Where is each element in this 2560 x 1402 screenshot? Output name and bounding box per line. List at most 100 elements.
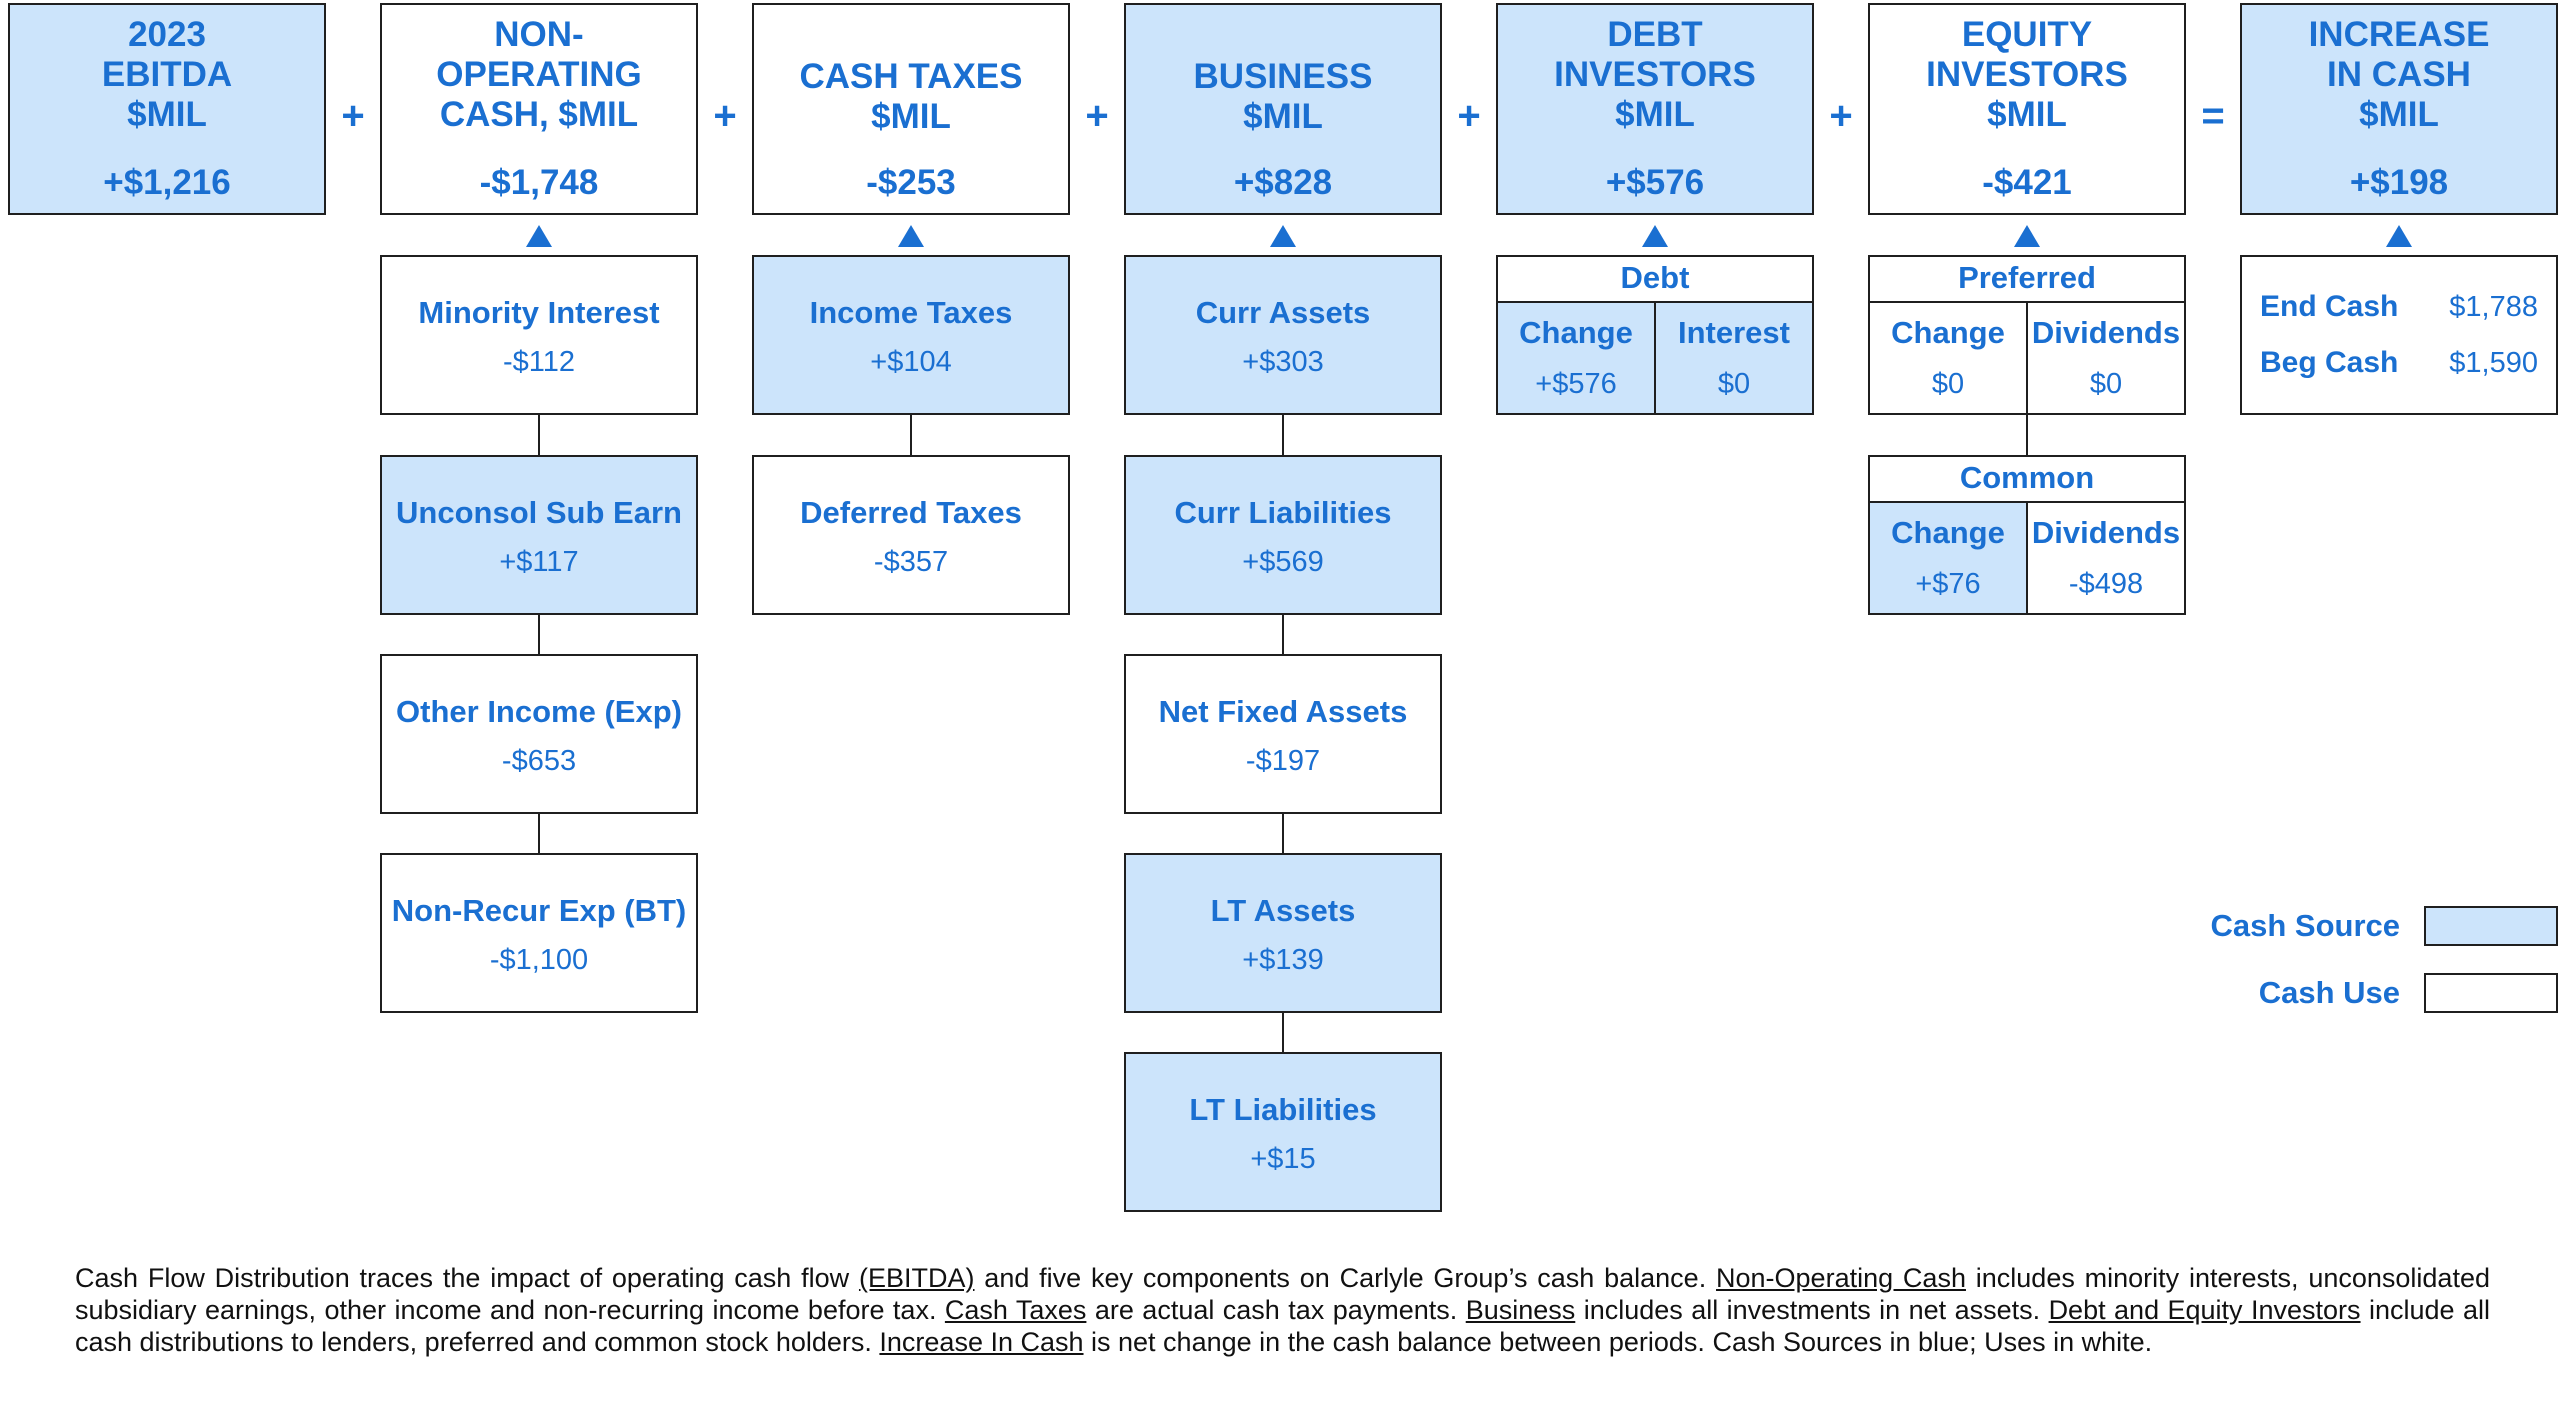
equity-investors-box: EQUITY INVESTORS $MIL -$421 — [1868, 3, 2186, 215]
beg-cash-row: Beg Cash $1,590 — [2242, 343, 2556, 383]
arrow-up-icon — [2386, 225, 2412, 247]
equals-operator: = — [2201, 94, 2225, 138]
non-operating-cash-value: -$1,748 — [479, 163, 599, 202]
debt-change-value: +$576 — [1535, 368, 1617, 400]
non-operating-cash-title: NON- OPERATING CASH, $MIL — [436, 15, 642, 134]
other-income-label: Other Income (Exp) — [396, 694, 682, 729]
income-taxes-label: Income Taxes — [809, 295, 1013, 330]
lt-assets-label: LT Assets — [1210, 893, 1356, 928]
connector-line — [538, 813, 540, 855]
curr-liabilities-value: +$569 — [1242, 546, 1324, 578]
curr-assets-value: +$303 — [1242, 346, 1324, 378]
lt-liabilities-box: LT Liabilities +$15 — [1124, 1052, 1442, 1212]
debt-investors-value: +$576 — [1605, 163, 1705, 202]
cash-taxes-value: -$253 — [866, 163, 956, 202]
end-cash-value: $1,788 — [2449, 291, 2538, 323]
debt-interest-label: Interest — [1678, 315, 1790, 350]
connector-line — [1282, 813, 1284, 855]
lt-assets-value: +$139 — [1242, 944, 1324, 976]
arrow-up-icon — [1642, 225, 1668, 247]
preferred-dividends-label: Dividends — [2031, 315, 2181, 350]
beg-cash-value: $1,590 — [2449, 347, 2538, 379]
arrow-up-icon — [898, 225, 924, 247]
debt-change-label: Change — [1519, 315, 1633, 350]
end-cash-label: End Cash — [2260, 290, 2399, 323]
minority-interest-label: Minority Interest — [418, 295, 660, 330]
cash-taxes-title: CASH TAXES $MIL — [799, 57, 1023, 136]
arrow-up-icon — [526, 225, 552, 247]
curr-liabilities-box: Curr Liabilities +$569 — [1124, 455, 1442, 615]
non-recur-exp-box: Non-Recur Exp (BT) -$1,100 — [380, 853, 698, 1013]
cash-balance-box: End Cash $1,788 Beg Cash $1,590 — [2240, 255, 2558, 415]
plus-operator: + — [1829, 94, 1853, 138]
preferred-dividends-cell: Dividends $0 — [2026, 301, 2186, 415]
footnote-nonop-term: Non-Operating Cash — [1716, 1263, 1966, 1293]
connector-line — [910, 414, 912, 456]
non-recur-exp-value: -$1,100 — [489, 944, 589, 976]
deferred-taxes-label: Deferred Taxes — [800, 495, 1022, 530]
income-taxes-box: Income Taxes +$104 — [752, 255, 1070, 415]
connector-line — [1282, 614, 1284, 656]
footnote-business-term: Business — [1465, 1295, 1576, 1325]
unconsol-sub-earn-value: +$117 — [499, 546, 579, 578]
footnote-increase-term: Increase In Cash — [879, 1327, 1084, 1357]
connector-line — [538, 614, 540, 656]
income-taxes-value: +$104 — [870, 346, 952, 378]
plus-operator: + — [1085, 94, 1109, 138]
debt-interest-cell: Interest $0 — [1654, 301, 1814, 415]
footnote: Cash Flow Distribution traces the impact… — [75, 1263, 2490, 1357]
net-fixed-assets-box: Net Fixed Assets -$197 — [1124, 654, 1442, 814]
cash-taxes-box: CASH TAXES $MIL -$253 — [752, 3, 1070, 215]
legend-source-swatch — [2424, 906, 2558, 946]
preferred-change-cell: Change $0 — [1868, 301, 2028, 415]
curr-assets-box: Curr Assets +$303 — [1124, 255, 1442, 415]
preferred-dividends-value: $0 — [2089, 368, 2123, 400]
arrow-up-icon — [2014, 225, 2040, 247]
arrow-up-icon — [1270, 225, 1296, 247]
lt-liabilities-value: +$15 — [1250, 1143, 1316, 1175]
minority-interest-value: -$112 — [502, 346, 576, 378]
plus-operator: + — [1457, 94, 1481, 138]
legend-use-label: Cash Use — [2258, 975, 2400, 1010]
connector-line — [2026, 414, 2028, 456]
other-income-value: -$653 — [501, 745, 577, 777]
equity-investors-title: EQUITY INVESTORS $MIL — [1926, 15, 2128, 134]
deferred-taxes-value: -$357 — [873, 546, 949, 578]
curr-assets-label: Curr Assets — [1195, 295, 1371, 330]
footnote-taxes-term: Cash Taxes — [944, 1295, 1087, 1325]
debt-investors-title: DEBT INVESTORS $MIL — [1554, 15, 1756, 134]
plus-operator: + — [713, 94, 737, 138]
non-operating-cash-box: NON- OPERATING CASH, $MIL -$1,748 — [380, 3, 698, 215]
business-title: BUSINESS $MIL — [1193, 57, 1373, 136]
increase-in-cash-title: INCREASE IN CASH $MIL — [2308, 15, 2490, 134]
common-dividends-value: -$498 — [2068, 568, 2144, 600]
footnote-ebitda-term: (EBITDA) — [858, 1263, 975, 1293]
connector-line — [1282, 1012, 1284, 1054]
beg-cash-label: Beg Cash — [2260, 346, 2399, 379]
increase-in-cash-box: INCREASE IN CASH $MIL +$198 — [2240, 3, 2558, 215]
curr-liabilities-label: Curr Liabilities — [1174, 495, 1392, 530]
debt-header: Debt — [1496, 255, 1814, 303]
connector-line — [538, 414, 540, 456]
debt-change-cell: Change +$576 — [1496, 301, 1656, 415]
ebitda-value: +$1,216 — [103, 163, 231, 202]
preferred-change-label: Change — [1891, 315, 2005, 350]
minority-interest-box: Minority Interest -$112 — [380, 255, 698, 415]
other-income-box: Other Income (Exp) -$653 — [380, 654, 698, 814]
deferred-taxes-box: Deferred Taxes -$357 — [752, 455, 1070, 615]
business-value: +$828 — [1233, 163, 1333, 202]
non-recur-exp-label: Non-Recur Exp (BT) — [391, 893, 687, 928]
debt-interest-value: $0 — [1717, 368, 1751, 400]
net-fixed-assets-value: -$197 — [1245, 745, 1321, 777]
ebitda-title: 2023 EBITDA $MIL — [101, 15, 233, 134]
plus-operator: + — [341, 94, 365, 138]
common-header: Common — [1868, 455, 2186, 503]
common-change-value: +$76 — [1915, 568, 1981, 600]
common-change-cell: Change +$76 — [1868, 501, 2028, 615]
legend-source-label: Cash Source — [2210, 908, 2400, 943]
increase-in-cash-value: +$198 — [2349, 163, 2449, 202]
preferred-header: Preferred — [1868, 255, 2186, 303]
lt-assets-box: LT Assets +$139 — [1124, 853, 1442, 1013]
lt-liabilities-label: LT Liabilities — [1189, 1092, 1377, 1127]
unconsol-sub-earn-label: Unconsol Sub Earn — [396, 495, 682, 530]
